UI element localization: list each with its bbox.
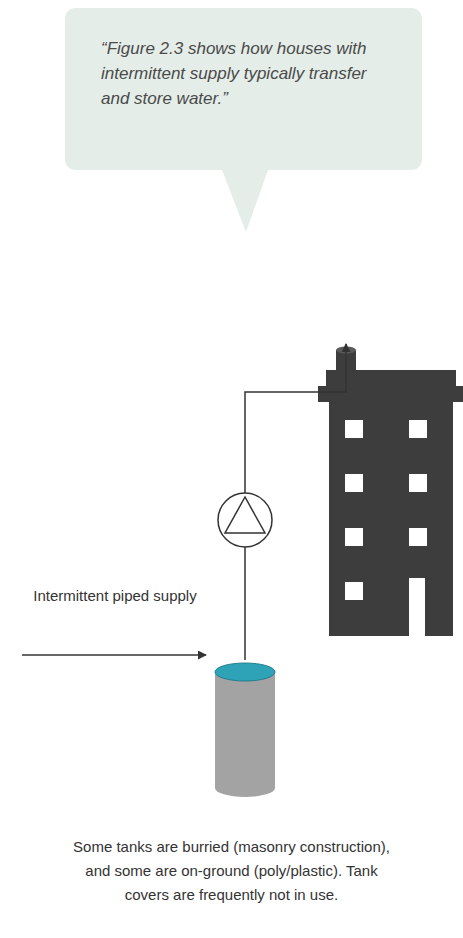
pump-symbol (218, 493, 272, 547)
speech-bubble: “Figure 2.3 shows how houses with interm… (65, 8, 422, 170)
note-text: Some tanks are burried (masonry construc… (70, 835, 393, 907)
storage-tank (215, 663, 275, 797)
supply-label: Intermittent piped supply (30, 585, 200, 607)
quote-text: “Figure 2.3 shows how houses with interm… (101, 36, 382, 111)
supply-arrow (22, 654, 206, 656)
bubble-tail (222, 170, 268, 232)
building-windows (345, 420, 427, 636)
building-icon (318, 370, 463, 636)
